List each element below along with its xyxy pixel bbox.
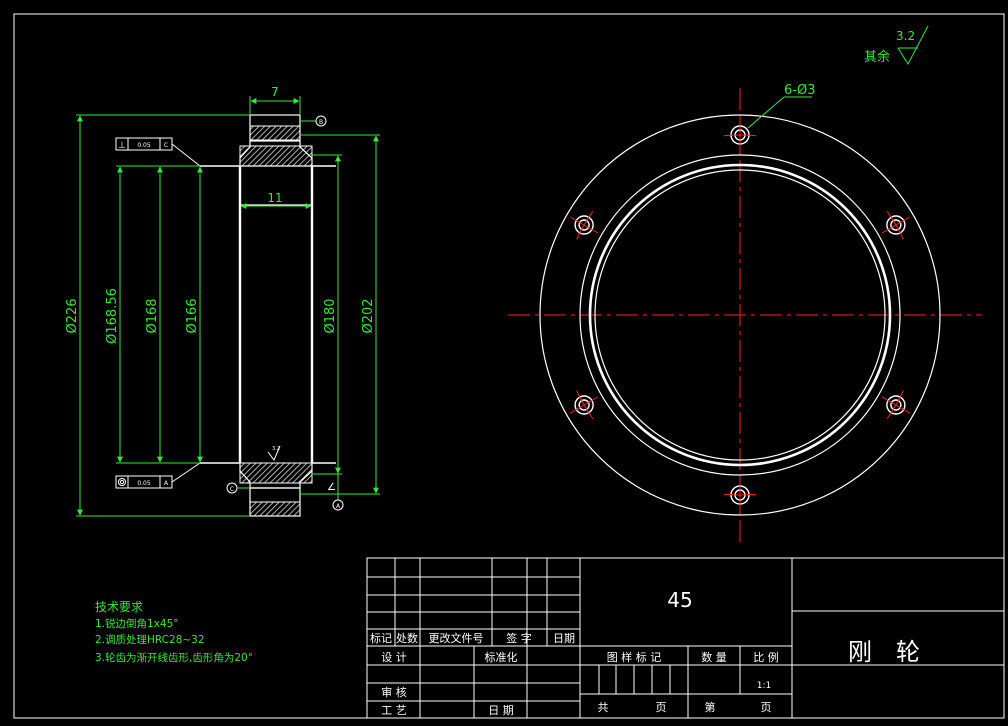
tech-req-item-2: 2.调质处理HRC28~32 xyxy=(95,634,205,646)
page2-label: 页 xyxy=(761,701,772,714)
dim-d226: Ø226 xyxy=(65,298,80,333)
top-hub-outline xyxy=(239,141,313,167)
tolerance-bottom-ref: A xyxy=(164,480,169,487)
hole-callout-label: 6-Ø3 xyxy=(784,83,815,98)
dim-bore-width-label: 11 xyxy=(267,191,282,205)
date-label: 日 期 xyxy=(488,704,514,717)
top-hub-hatch xyxy=(239,145,313,167)
standardize-label: 标准化 xyxy=(485,650,518,664)
title-block xyxy=(366,557,1005,719)
dim-d180: Ø180 xyxy=(323,298,338,333)
roughness-prefix: 其余 xyxy=(864,49,890,65)
datum-b: B xyxy=(300,115,327,127)
review-label: 审 核 xyxy=(381,685,407,699)
tolerance-frame-bottom: 0.05 A xyxy=(115,462,201,489)
outer-ring xyxy=(539,114,941,516)
tooth-ring-outer xyxy=(588,163,892,467)
bottom-tooth-hatch xyxy=(249,501,301,517)
bolt-hole xyxy=(723,119,757,151)
svg-text:⊥: ⊥ xyxy=(118,141,126,151)
bolt-hole xyxy=(570,390,599,419)
svg-text:∠: ∠ xyxy=(327,482,336,493)
title-block-text: 45 刚 轮 标记 处数 更改文件号 签 字 日期 设 计 标准化 审 核 工 … xyxy=(370,588,920,717)
total-label: 共 xyxy=(598,701,609,714)
roughness-value: 3.2 xyxy=(896,29,915,43)
front-view: 6-Ø3 xyxy=(508,83,982,545)
bolt-hole xyxy=(881,390,910,419)
scale-value: 1:1 xyxy=(757,681,771,691)
side-section-view: 7 11 B ⊥ 0.05 C xyxy=(65,85,380,517)
tech-req-item-3: 3.轮齿为渐开线齿形,齿形角为20° xyxy=(95,651,253,664)
tolerance-frame-top: ⊥ 0.05 C xyxy=(115,137,201,167)
roughness-mark-small: 3.2 xyxy=(267,445,281,461)
top-tooth-hatch xyxy=(249,125,301,141)
rev-header-mark: 标记 xyxy=(370,631,392,645)
datum-a-label: A xyxy=(336,503,341,510)
dim-d168-56: Ø168.56 xyxy=(105,288,120,344)
datum-c: C xyxy=(226,482,250,494)
quantity-label: 数 量 xyxy=(701,651,727,664)
dim-tooth-width: 7 xyxy=(249,85,301,115)
tech-requirements: 技术要求 1.锐边倒角1x45° 2.调质处理HRC28~32 3.轮齿为渐开线… xyxy=(95,600,253,664)
top-tooth-outline xyxy=(249,114,301,142)
rev-header-count: 处数 xyxy=(396,632,418,645)
tech-req-item-1: 1.锐边倒角1x45° xyxy=(95,617,179,630)
tolerance-top-ref: C xyxy=(164,142,168,149)
rev-header-sign: 签 字 xyxy=(506,631,532,645)
bottom-hub-hatch xyxy=(239,462,313,484)
material-label: 45 xyxy=(667,588,692,612)
datum-c-label: C xyxy=(230,486,234,493)
dim-d168: Ø168 xyxy=(145,298,160,333)
bolt-hole xyxy=(570,211,599,240)
roughness-small-value: 3.2 xyxy=(272,446,280,452)
bolt-hole xyxy=(723,479,757,511)
sheet-no-label: 第 xyxy=(705,700,716,714)
tooth-ring-inner xyxy=(594,169,886,461)
rev-header-date: 日期 xyxy=(553,632,575,645)
tolerance-top-value: 0.05 xyxy=(137,142,151,149)
datum-a: A ∠ xyxy=(327,463,344,511)
scale-label: 比 例 xyxy=(753,650,779,664)
bottom-tooth-outline xyxy=(249,487,301,517)
dim-bore-width: 11 xyxy=(240,191,312,209)
hole-callout: 6-Ø3 xyxy=(747,83,815,129)
design-label: 设 计 xyxy=(381,651,407,664)
dim-d166: Ø166 xyxy=(185,298,200,333)
part-name: 刚 轮 xyxy=(848,638,920,666)
tolerance-bottom-value: 0.05 xyxy=(137,480,151,487)
bolt-holes xyxy=(570,119,910,511)
diameter-dims: Ø226 Ø168.56 Ø168 Ø166 Ø180 Ø202 xyxy=(65,114,380,517)
dim-d202: Ø202 xyxy=(361,298,376,333)
tech-requirements-title: 技术要求 xyxy=(95,600,143,614)
page-label: 页 xyxy=(656,701,667,714)
bolt-hole xyxy=(881,211,910,240)
datum-b-label: B xyxy=(319,119,323,126)
process-label: 工 艺 xyxy=(381,704,407,717)
roughness-symbol: 其余 3.2 xyxy=(864,25,929,66)
rev-header-docno: 更改文件号 xyxy=(429,631,484,645)
flange-ring xyxy=(579,154,901,476)
dim-tooth-width-label: 7 xyxy=(271,85,279,99)
pattern-mark-label: 图 样 标 记 xyxy=(607,650,662,664)
